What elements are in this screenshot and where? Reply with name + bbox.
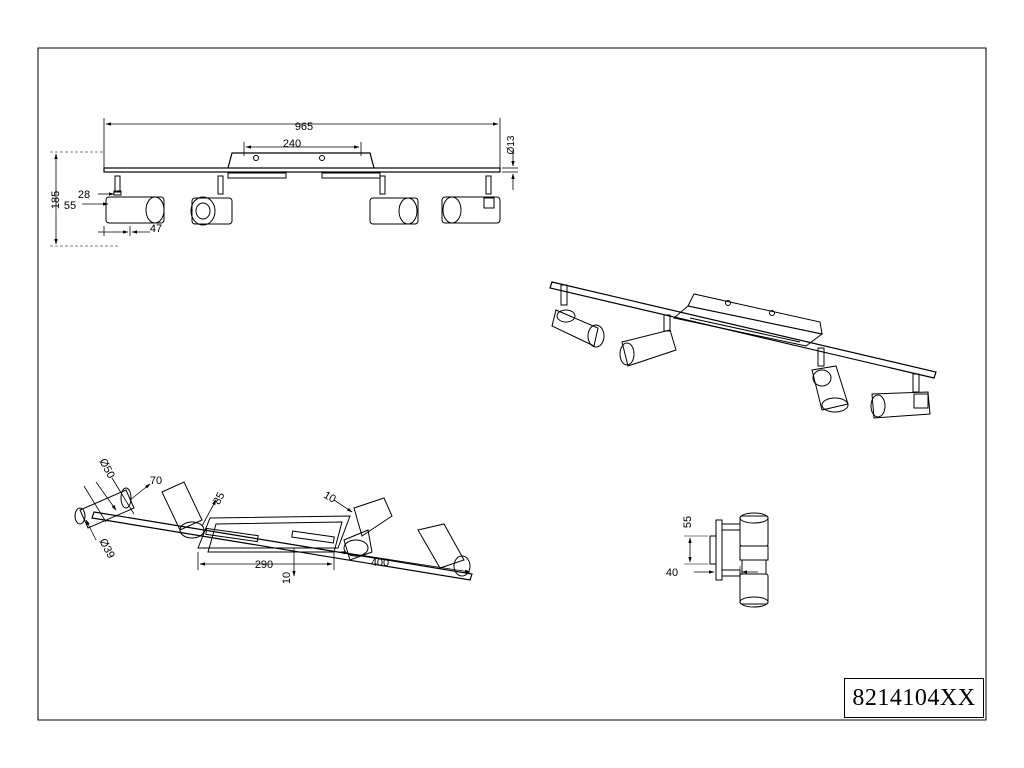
dim-gap-a: 10 [321, 489, 338, 506]
dim-side-width: 40 [666, 567, 678, 579]
top-view [74, 477, 473, 581]
perspective-view [549, 281, 937, 419]
model-number-box: 8214104XX [844, 678, 984, 718]
dim-total-height: 185 [50, 191, 62, 209]
dim-canopy-length: 240 [283, 138, 301, 150]
front-view [50, 118, 518, 247]
dim-front-diameter: Ø39 [96, 537, 116, 561]
dim-arm-height: 85 [211, 490, 227, 506]
dim-gap-b: 10 [281, 572, 293, 584]
model-number: 8214104XX [852, 684, 976, 711]
dim-total-length: 965 [295, 121, 313, 133]
dim-head-diameter: Ø50 [96, 457, 116, 481]
dim-head-depth: 70 [150, 475, 162, 487]
dim-frame-length: 290 [255, 559, 273, 571]
dim-stem-offset: 28 [78, 189, 90, 201]
dim-side-height: 55 [682, 516, 694, 528]
dim-arm-length: 400 [371, 557, 389, 569]
side-view [684, 512, 769, 608]
dim-bar-diameter: Ø13 [506, 135, 517, 154]
dim-head-length: 47 [150, 223, 162, 235]
dim-stem-height: 55 [64, 200, 76, 212]
drawing-frame [37, 47, 987, 721]
